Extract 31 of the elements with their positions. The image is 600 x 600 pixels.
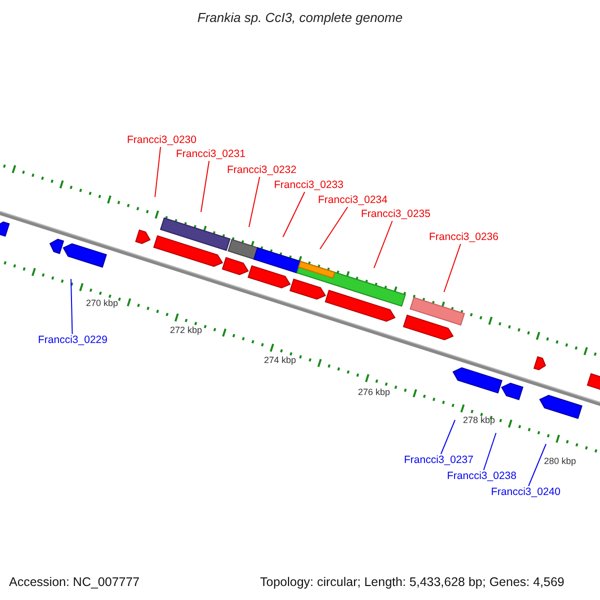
gene-label: Francci3_0236: [429, 232, 498, 242]
gene-label: Francci3_0230: [127, 135, 196, 146]
leader-line: [70, 278, 73, 334]
scale-label: 276 kbp: [358, 388, 390, 397]
leader-line: [320, 206, 348, 250]
scale-label: 272 kbp: [170, 326, 202, 335]
gene-label: Francci3_0232: [227, 165, 296, 176]
leader-line: [248, 176, 260, 228]
footer-text: Accession: NC_007777: [9, 576, 140, 588]
leader-line: [444, 244, 462, 292]
gene-label: Francci3_0237: [404, 455, 474, 466]
footer-text: Topology: circular; Length: 5,433,628 bp; Genes: 4,569: [260, 576, 564, 588]
leader-line: [528, 444, 546, 486]
gene-label: Francci3_0238: [447, 471, 516, 482]
scale-label: 278 kbp: [463, 416, 496, 425]
scale-label: 270 kbp: [86, 299, 118, 308]
gene-label: Francci3_0240: [491, 487, 560, 498]
leader-line: [483, 432, 496, 470]
leader-line: [374, 220, 393, 268]
leader-line: [154, 146, 162, 198]
leader-line: [200, 160, 210, 212]
gene-label: Francci3_0231: [176, 149, 246, 160]
scale-label: 274 kbp: [264, 356, 296, 365]
gene-label: Francci3_0235: [361, 209, 430, 220]
gene-label: Francci3_0234: [318, 195, 388, 206]
gene-label: Francci3_0229: [38, 335, 108, 346]
gene-label: Francci3_0233: [274, 180, 344, 190]
scale-label: 280 kbp: [544, 457, 576, 466]
title: Frankia sp. CcI3, complete genome: [196, 11, 404, 24]
leader-line: [282, 192, 306, 238]
leader-line: [440, 420, 456, 454]
